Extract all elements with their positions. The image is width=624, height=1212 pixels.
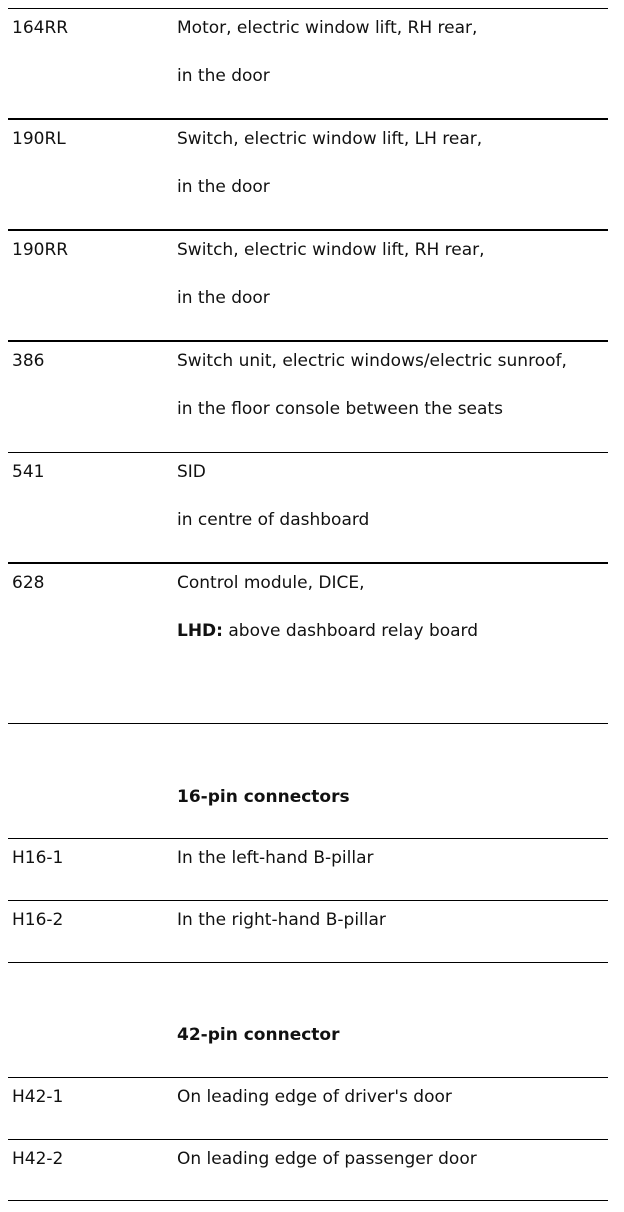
section-heading: 42-pin connector — [177, 1025, 340, 1045]
location-prefix: LHD: — [177, 621, 223, 641]
divider — [8, 118, 608, 120]
divider — [8, 723, 608, 724]
connector-code: H16-1 — [12, 848, 64, 868]
divider — [8, 562, 608, 564]
component-code: 386 — [12, 351, 45, 371]
component-description: Switch unit, electric windows/electric s… — [177, 351, 567, 371]
divider — [8, 1077, 608, 1078]
connector-location: In the left-hand B-pillar — [177, 848, 374, 868]
component-code: 190RR — [12, 240, 69, 260]
component-location: in the door — [177, 288, 270, 308]
divider — [8, 452, 608, 453]
component-code: 164RR — [12, 18, 69, 38]
connector-location: On leading edge of passenger door — [177, 1149, 477, 1169]
component-location: in centre of dashboard — [177, 510, 370, 530]
divider — [8, 900, 608, 901]
divider — [8, 229, 608, 231]
component-description: SID — [177, 462, 206, 482]
divider — [8, 8, 608, 9]
component-location: LHD: above dashboard relay board — [177, 621, 478, 641]
component-code: 541 — [12, 462, 45, 482]
section-heading: 16-pin connectors — [177, 787, 350, 807]
divider — [8, 838, 608, 839]
divider — [8, 340, 608, 342]
connector-location: In the right-hand B-pillar — [177, 910, 386, 930]
component-description: Control module, DICE, — [177, 573, 365, 593]
component-description: Switch, electric window lift, RH rear, — [177, 240, 485, 260]
connector-code: H16-2 — [12, 910, 64, 930]
component-location: in the door — [177, 66, 270, 86]
divider — [8, 1200, 608, 1201]
divider — [8, 1139, 608, 1140]
component-description: Switch, electric window lift, LH rear, — [177, 129, 483, 149]
divider — [8, 962, 608, 963]
connector-code: H42-1 — [12, 1087, 64, 1107]
component-location: in the floor console between the seats — [177, 399, 503, 419]
location-text: above dashboard relay board — [228, 621, 479, 641]
component-location: in the door — [177, 177, 270, 197]
component-code: 190RL — [12, 129, 66, 149]
component-description: Motor, electric window lift, RH rear, — [177, 18, 478, 38]
component-code: 628 — [12, 573, 45, 593]
connector-code: H42-2 — [12, 1149, 64, 1169]
connector-location: On leading edge of driver's door — [177, 1087, 452, 1107]
